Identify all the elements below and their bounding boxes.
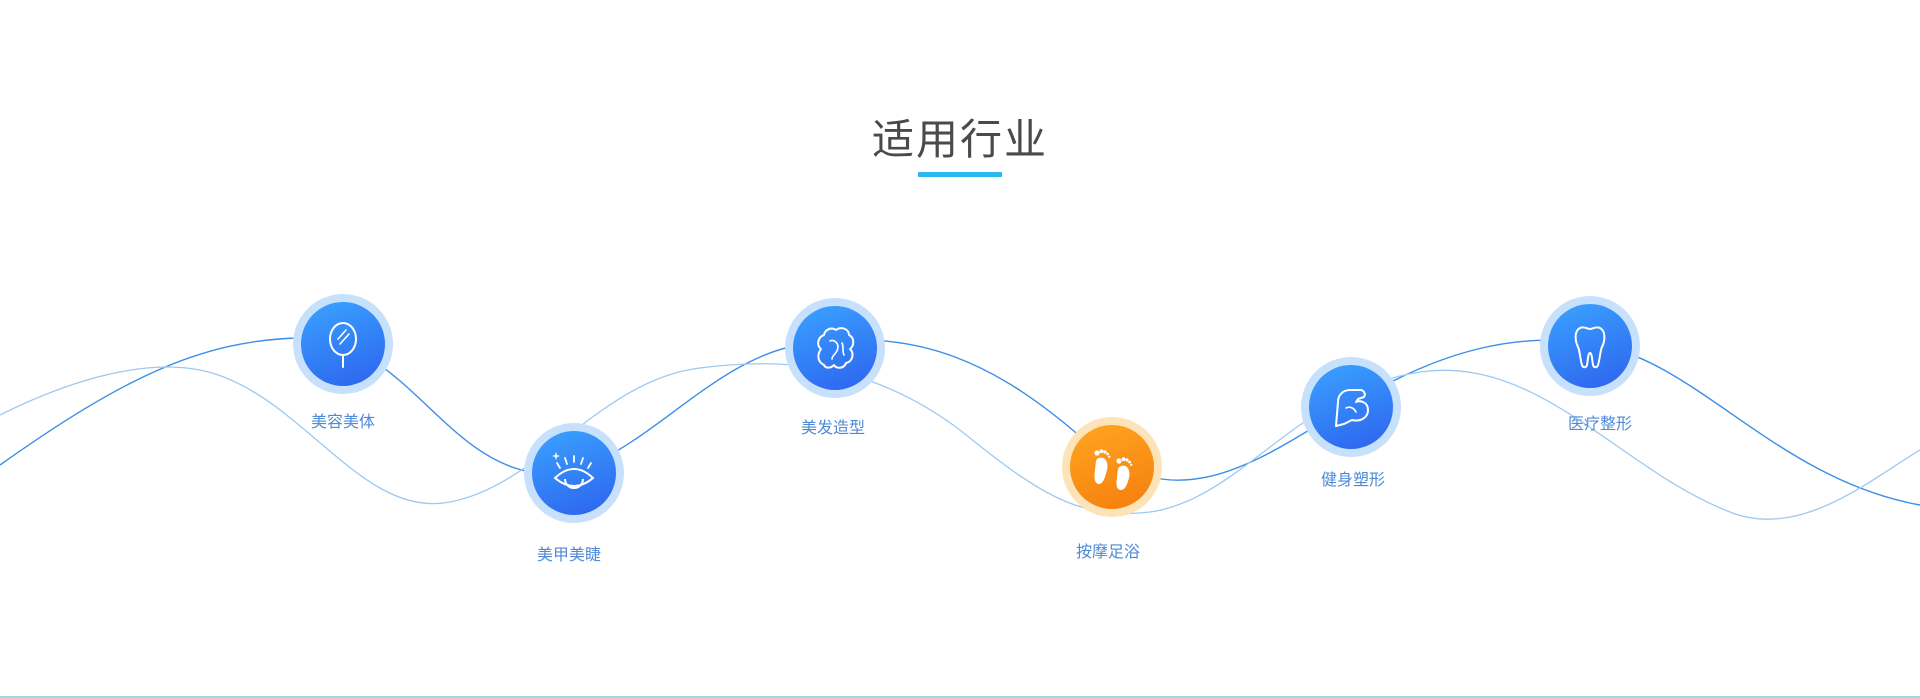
industry-hair-node[interactable] (785, 298, 885, 398)
feet-icon (1094, 449, 1133, 490)
hair-icon (817, 327, 855, 369)
industry-fitness-label: 健身塑形 (1320, 470, 1385, 489)
mirror-icon (329, 322, 357, 368)
industry-foot-massage-node[interactable] (1062, 417, 1162, 517)
title-underline (918, 172, 1002, 177)
industry-nail-lash-node[interactable] (524, 423, 624, 523)
industry-fitness-node[interactable] (1301, 357, 1401, 457)
industry-beauty-body-label: 美容美体 (310, 412, 375, 431)
industry-foot-massage-label: 按摩足浴 (1075, 542, 1140, 561)
industry-hair-circle (793, 306, 877, 390)
eye-lash-icon (552, 452, 595, 489)
flexed-arm-icon (1335, 389, 1369, 427)
industry-nail-lash-label: 美甲美睫 (536, 545, 601, 564)
industry-hair-label: 美发造型 (800, 418, 865, 437)
industry-beauty-body-node[interactable] (293, 294, 393, 394)
industry-medical-label: 医疗整形 (1567, 414, 1632, 433)
industry-medical-node[interactable] (1540, 296, 1640, 396)
bottom-divider (0, 696, 1920, 698)
industry-beauty-body-circle (301, 302, 385, 386)
industry-foot-massage-circle (1070, 425, 1154, 509)
industry-nail-lash-circle (532, 431, 616, 515)
industry-medical-circle (1548, 304, 1632, 388)
tooth-icon (1574, 326, 1606, 369)
industry-fitness-circle (1309, 365, 1393, 449)
section-title: 适用行业 (871, 115, 1048, 164)
